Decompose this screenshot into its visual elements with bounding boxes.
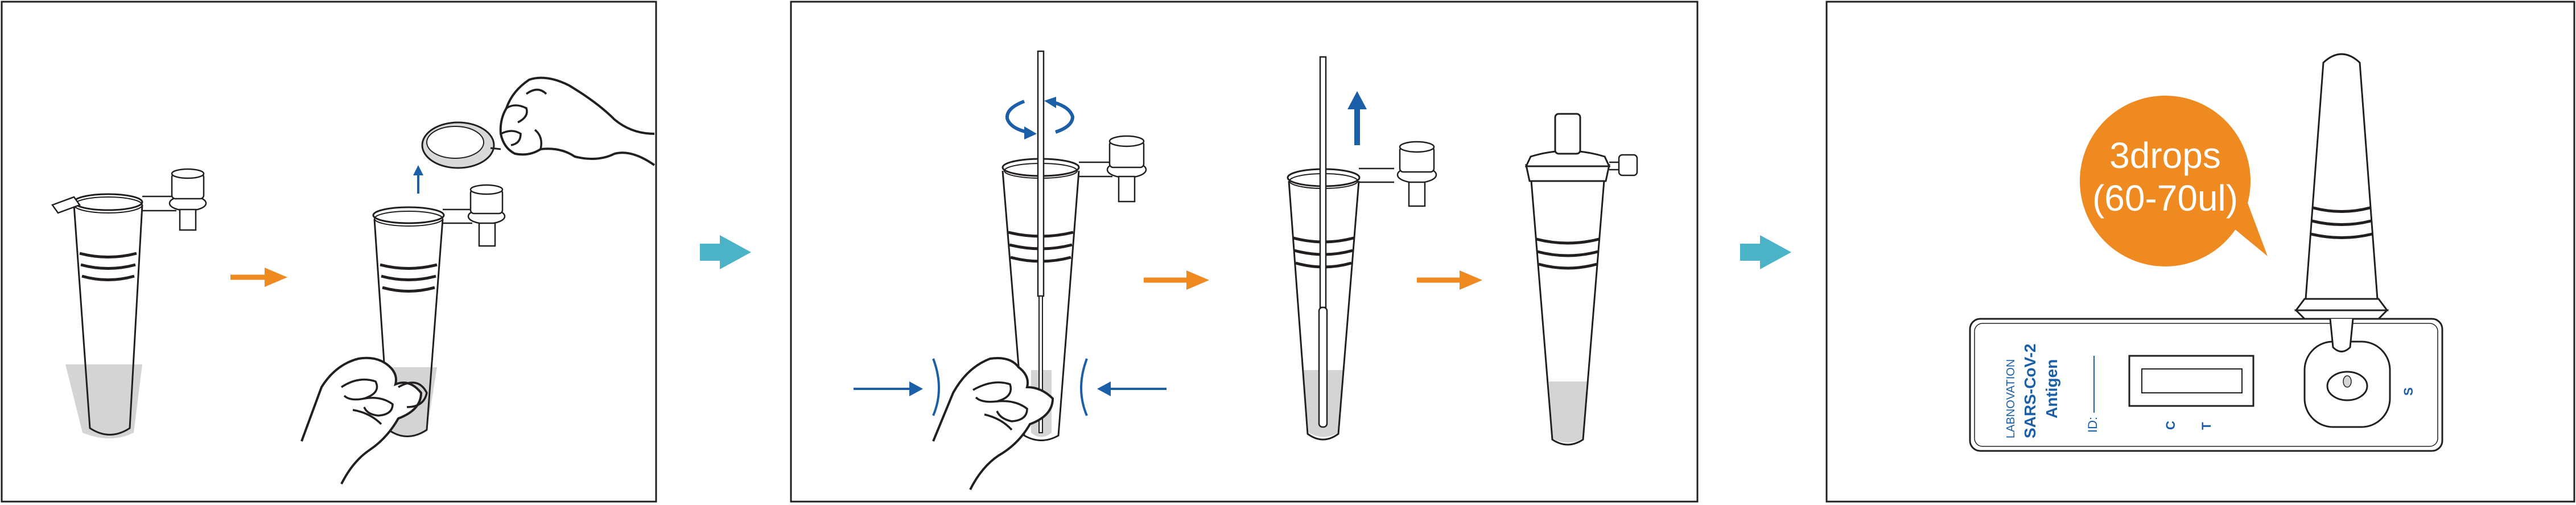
arrow-right-icon: [1417, 270, 1482, 290]
dropper-tube-inverted: [2294, 53, 2389, 352]
arrow-right-icon: [700, 235, 751, 269]
arrow-up-icon: [1347, 91, 1367, 145]
panel-3: 3drops (60-70ul) LABNOVATION SARS-CoV-2 …: [1825, 1, 2575, 503]
arrow-right-icon: [230, 268, 287, 287]
bubble-line-1: 3drops: [2109, 135, 2221, 176]
test-line-mark: T: [2199, 422, 2214, 430]
panel-2: [790, 1, 1699, 503]
tube-swab-removed: [1287, 56, 1437, 441]
extraction-tube-sealed: [51, 168, 207, 438]
hand-holding-tube: [300, 356, 428, 485]
arrow-up-icon: [413, 165, 423, 194]
panel-1-frame: [1, 1, 657, 503]
drops-callout-bubble: 3drops (60-70ul): [2080, 96, 2268, 266]
cassette-brand: LABNOVATION: [2005, 359, 2017, 438]
arrow-right-icon: [1144, 270, 1209, 290]
test-cassette: LABNOVATION SARS-CoV-2 Antigen ID: C T S: [1969, 318, 2443, 452]
foil-seal: [421, 121, 501, 169]
cassette-product-line-2: Antigen: [2043, 359, 2060, 418]
panel-1: [1, 1, 657, 503]
squeeze-arrows-icon: [854, 358, 1167, 416]
rotate-arrows-icon: [1005, 97, 1075, 139]
cassette-id-field: ID:: [2085, 356, 2100, 433]
cassette-id-label: ID:: [2085, 417, 2100, 433]
sample-well-mark: S: [2401, 387, 2416, 396]
control-line-mark: C: [2163, 421, 2178, 430]
arrow-right-icon: [1740, 235, 1791, 269]
capped-tube-with-dropper: [1524, 113, 1638, 446]
hand-peeling-seal: [499, 76, 656, 166]
panel-3-frame: [1825, 1, 2575, 503]
cassette-product-line-1: SARS-CoV-2: [2021, 344, 2039, 438]
panel-2-frame: [790, 1, 1699, 503]
hand-squeezing-tube: [932, 357, 1054, 490]
bubble-line-2: (60-70ul): [2092, 178, 2238, 219]
